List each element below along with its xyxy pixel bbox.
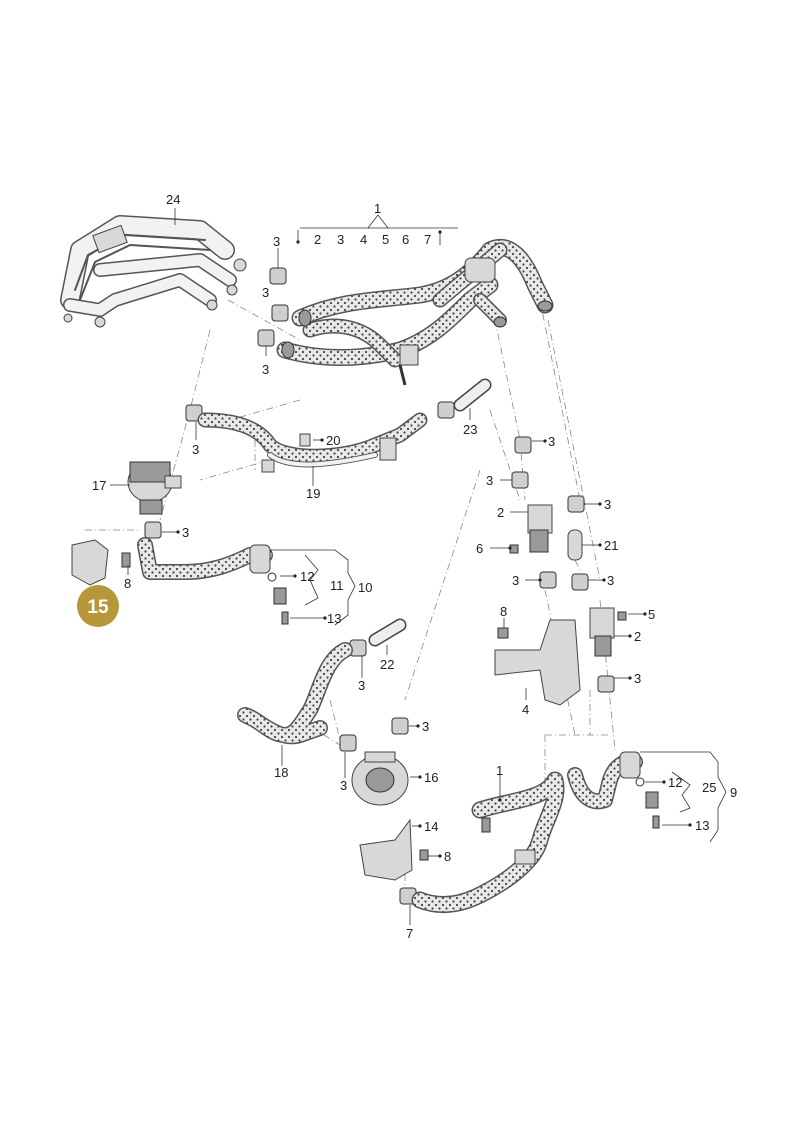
clamps-upper	[144, 267, 615, 905]
hose-assembly-1-lower	[411, 771, 565, 913]
label-2-a: 2	[497, 505, 504, 520]
label-3-g: 3	[486, 473, 493, 488]
label-25: 25	[702, 780, 716, 795]
hose-assembly-1-upper	[276, 239, 554, 386]
pipe-bundle-24	[60, 215, 247, 328]
label-12-b: 12	[668, 775, 682, 790]
badge-circle	[77, 585, 119, 627]
label-9: 9	[730, 785, 737, 800]
label-3-j: 3	[607, 573, 614, 588]
valve-17	[127, 461, 182, 515]
leader-lines	[110, 208, 727, 925]
label-3-c: 3	[262, 362, 269, 377]
pipe-stub-23	[453, 378, 492, 412]
label-19: 19	[306, 486, 320, 501]
label-8-a: 8	[124, 576, 131, 591]
bracket-4	[494, 619, 581, 706]
hose-10	[137, 537, 289, 625]
pump-16	[351, 751, 429, 881]
label-3-i: 3	[512, 573, 519, 588]
label-11: 11	[330, 578, 344, 593]
label-13-b: 13	[695, 818, 709, 833]
label-3-e: 3	[182, 525, 189, 540]
label-1-top: 1	[374, 201, 381, 216]
label-3-a: 3	[273, 234, 280, 249]
label-2-b: 2	[634, 629, 641, 644]
label-3-m: 3	[422, 719, 429, 734]
fitting-20	[299, 433, 311, 447]
label-21: 21	[604, 538, 618, 553]
leader-dots	[176, 230, 692, 858]
label-16: 16	[424, 770, 438, 785]
label-24: 24	[166, 192, 180, 207]
badge-label: 15	[87, 597, 109, 618]
label-2-top: 2	[314, 232, 321, 247]
hose-19	[197, 412, 428, 473]
label-3-n: 3	[340, 778, 347, 793]
pipe-22	[368, 618, 407, 647]
valves-right	[509, 504, 627, 657]
label-12-a: 12	[300, 569, 314, 584]
label-22: 22	[380, 657, 394, 672]
label-10: 10	[358, 580, 372, 595]
label-5-top: 5	[382, 232, 389, 247]
label-4: 4	[522, 702, 529, 717]
hose-18	[237, 642, 353, 745]
label-20: 20	[326, 433, 340, 448]
label-18: 18	[274, 765, 288, 780]
label-3-d: 3	[192, 442, 199, 457]
label-6-top: 6	[402, 232, 409, 247]
label-7: 7	[406, 926, 413, 941]
label-3-b: 3	[262, 285, 269, 300]
label-3-top: 3	[337, 232, 344, 247]
label-3-f: 3	[548, 434, 555, 449]
assembly-lines	[85, 299, 616, 895]
label-23: 23	[463, 422, 477, 437]
label-6: 6	[476, 541, 483, 556]
hose-9	[567, 751, 660, 829]
label-3-l: 3	[358, 678, 365, 693]
label-5: 5	[648, 607, 655, 622]
label-3-k: 3	[634, 671, 641, 686]
label-8-c: 8	[444, 849, 451, 864]
position-badge: 15	[77, 585, 119, 627]
bracket-15	[71, 539, 131, 586]
label-4-top: 4	[360, 232, 367, 247]
label-7-top: 7	[424, 232, 431, 247]
label-13-a: 13	[327, 611, 341, 626]
label-1-lower: 1	[496, 763, 503, 778]
label-8-b: 8	[500, 604, 507, 619]
label-14: 14	[424, 819, 438, 834]
callout-labels: 24 1 2 3 4 5 6 7 3 3 3 3 23 20 19 17 8 3…	[92, 192, 737, 941]
label-17: 17	[92, 478, 106, 493]
label-3-h: 3	[604, 497, 611, 512]
